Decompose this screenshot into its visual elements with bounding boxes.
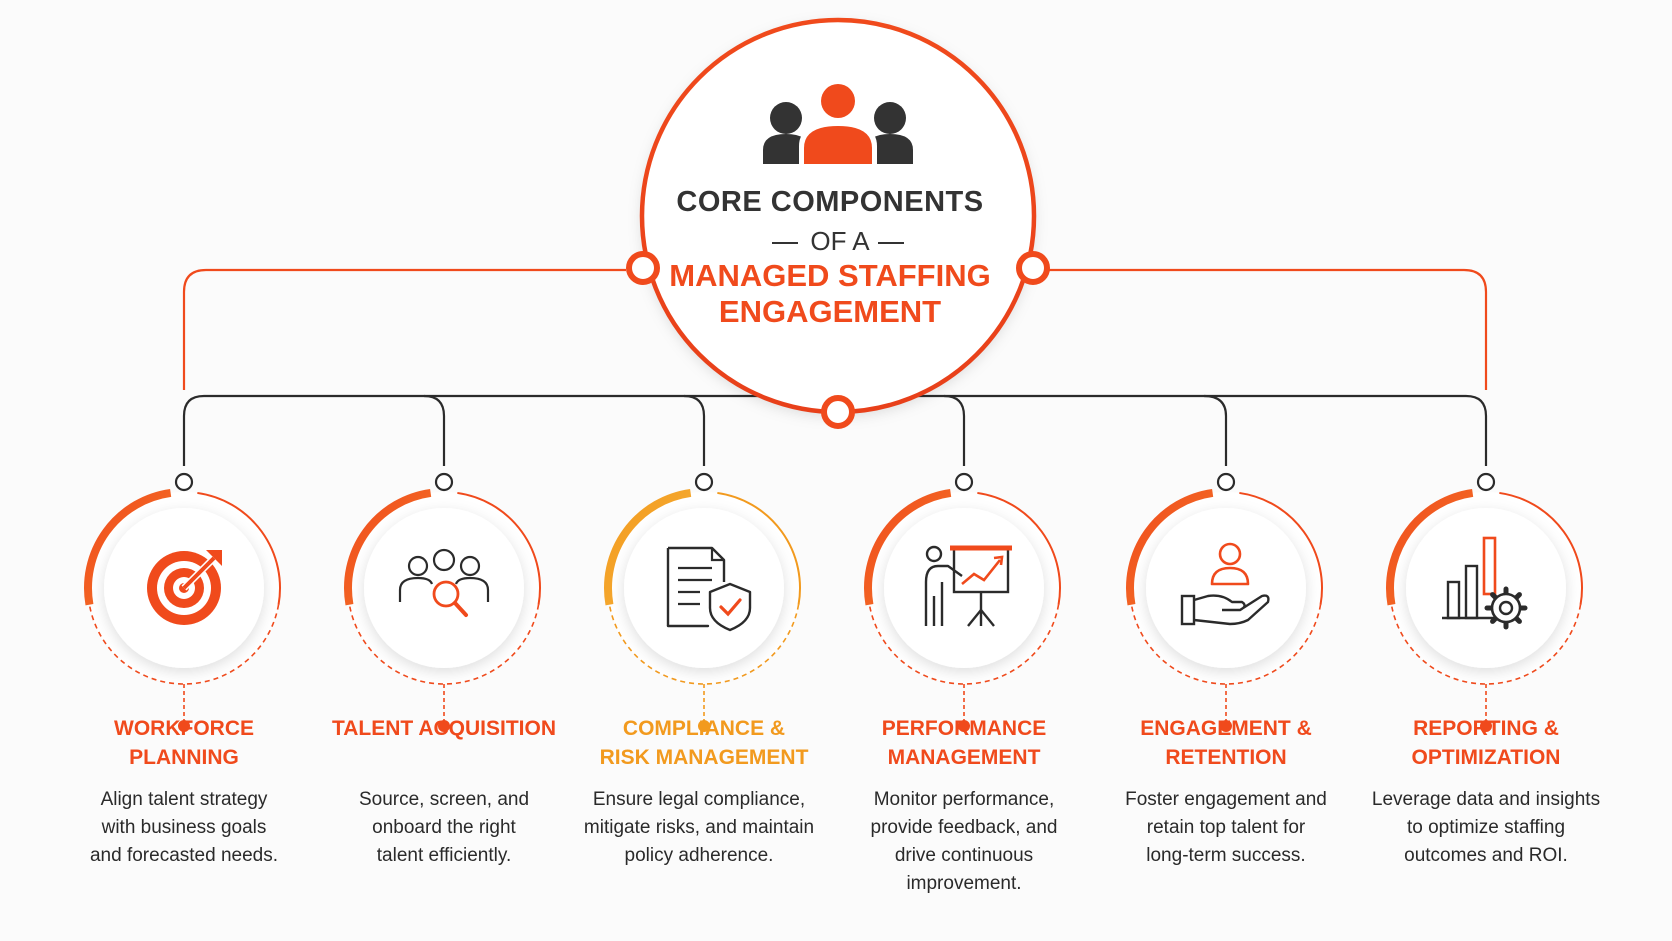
- component-circle-bar-chart-gear: [1386, 472, 1583, 732]
- component-title-workforce-planning: WORKFORCE PLANNING: [54, 714, 314, 772]
- component-title-engagement-retention: ENGAGEMENT & RETENTION: [1096, 714, 1356, 772]
- desc-line: and forecasted needs.: [89, 845, 279, 866]
- component-title-talent-acquisition: TALENT ACQUISITION: [314, 714, 574, 743]
- desc-line: drive continuous: [894, 845, 1034, 866]
- desc-line: talent efficiently.: [376, 845, 512, 866]
- hub-title-line2: OF A: [810, 226, 870, 256]
- component-circle-document-shield: [604, 472, 801, 732]
- component-desc-workforce-planning: Align talent strategy with business goal…: [59, 786, 309, 870]
- desc-line: policy adherence.: [624, 845, 774, 866]
- title-line: RISK MANAGEMENT: [599, 746, 809, 769]
- title-line: MANAGEMENT: [887, 746, 1041, 769]
- hub-title-line1: CORE COMPONENTS: [676, 186, 984, 218]
- hub-node-right: [1016, 251, 1050, 285]
- hub-node-bottom: [821, 395, 855, 429]
- desc-line: improvement.: [906, 873, 1022, 894]
- desc-line: Leverage data and insights: [1371, 789, 1601, 810]
- desc-line: Ensure legal compliance,: [592, 789, 806, 810]
- title-line: WORKFORCE: [114, 717, 254, 740]
- desc-line: long-term success.: [1146, 845, 1306, 866]
- desc-line: retain top talent for: [1146, 817, 1306, 838]
- desc-line: outcomes and ROI.: [1404, 845, 1568, 866]
- component-desc-compliance-risk: Ensure legal compliance, mitigate risks,…: [569, 786, 829, 870]
- title-line: PERFORMANCE: [881, 717, 1047, 740]
- component-desc-performance-management: Monitor performance, provide feedback, a…: [839, 786, 1089, 898]
- team-icon: [763, 81, 913, 166]
- component-desc-engagement-retention: Foster engagement and retain top talent …: [1101, 786, 1351, 870]
- people-search-icon: [398, 548, 490, 617]
- presentation-chart-icon: [924, 545, 1012, 627]
- title-line: OPTIMIZATION: [1411, 746, 1561, 769]
- hub-title-line2-wrap: OF A: [740, 226, 940, 260]
- desc-line: mitigate risks, and maintain: [583, 817, 815, 838]
- component-desc-talent-acquisition: Source, screen, and onboard the right ta…: [319, 786, 569, 870]
- title-line: PLANNING: [129, 746, 239, 769]
- hub-title-line3: MANAGED STAFFING: [669, 258, 991, 293]
- component-circle-people-search: [344, 472, 541, 732]
- desc-line: Foster engagement and: [1125, 789, 1327, 810]
- title-line: COMPLIANCE &: [622, 717, 786, 740]
- desc-line: provide feedback, and: [870, 817, 1058, 838]
- component-circles: [84, 472, 1583, 732]
- document-shield-icon: [666, 546, 752, 632]
- component-circle-presentation-chart: [864, 472, 1061, 732]
- desc-line: Align talent strategy: [100, 789, 268, 810]
- hub-connector-right: [1036, 268, 1488, 390]
- desc-line: Source, screen, and: [358, 789, 530, 810]
- desc-line: to optimize staffing: [1406, 817, 1566, 838]
- title-line: ENGAGEMENT &: [1140, 717, 1312, 740]
- component-circle-target: [84, 472, 281, 732]
- title-line: REPORTING &: [1413, 717, 1559, 740]
- desc-line: Monitor performance,: [873, 789, 1055, 810]
- desc-line: with business goals: [101, 817, 267, 838]
- component-desc-reporting-optimization: Leverage data and insights to optimize s…: [1356, 786, 1616, 870]
- hub-title-line4: ENGAGEMENT: [718, 294, 942, 329]
- component-title-compliance-risk: COMPLIANCE & RISK MANAGEMENT: [574, 714, 834, 772]
- title-line: TALENT ACQUISITION: [332, 717, 556, 740]
- hub-connector-left: [182, 268, 626, 390]
- component-title-performance-management: PERFORMANCE MANAGEMENT: [834, 714, 1094, 772]
- component-circle-hand-person: [1126, 472, 1323, 732]
- hand-person-icon: [1180, 542, 1270, 626]
- title-line: RETENTION: [1165, 746, 1287, 769]
- target-icon: [147, 550, 222, 625]
- component-title-reporting-optimization: REPORTING & OPTIMIZATION: [1356, 714, 1616, 772]
- bar-chart-gear-icon: [1442, 536, 1528, 630]
- desc-line: onboard the right: [372, 817, 516, 838]
- hub-node-left: [626, 251, 660, 285]
